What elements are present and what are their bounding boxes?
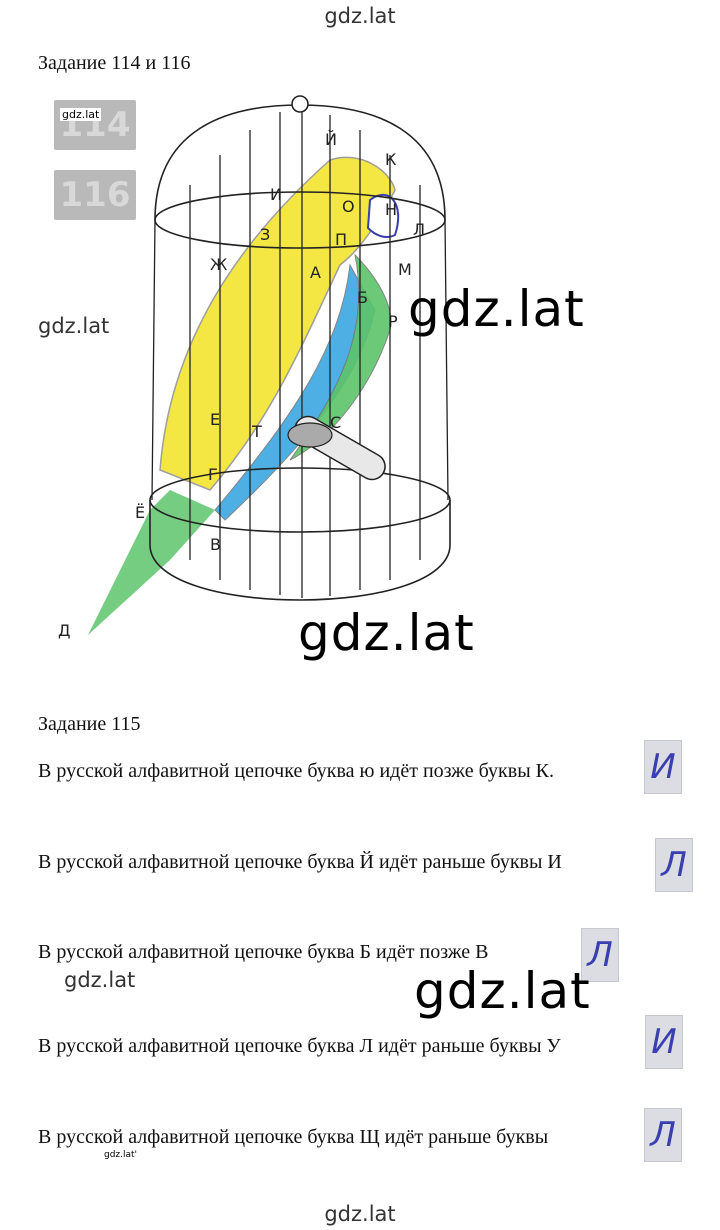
answer-box-2: Л: [655, 838, 693, 892]
dot-label: И: [270, 185, 282, 204]
dot-label: Т: [251, 422, 262, 441]
watermark-bottom: gdz.lat: [324, 1202, 396, 1226]
watermark-left: gdz.lat: [38, 314, 110, 338]
statement-4: В русской алфавитной цепочке буква Л идё…: [38, 1035, 561, 1057]
answer-letter: Л: [661, 845, 687, 885]
statement-5: В русской алфавитной цепочке буква Щ идё…: [38, 1126, 549, 1148]
dot-label: Ж: [210, 255, 227, 274]
perch: [287, 415, 386, 481]
answer-letter: И: [651, 1022, 677, 1062]
parrot-body-yellow: [159, 156, 396, 491]
statement-2: В русской алфавитной цепочке буква Й идё…: [38, 851, 562, 873]
dot-label: Д: [58, 621, 71, 640]
watermark-tiny-2: gdz.lat': [104, 1150, 138, 1160]
answer-letter: И: [650, 747, 676, 787]
watermark-tiny-1: gdz.lat: [60, 108, 102, 121]
dot-label: Г: [208, 465, 218, 484]
statement-3: В русской алфавитной цепочке буква Б идё…: [38, 941, 489, 963]
dot-label: Б: [357, 288, 368, 307]
dot-label: О: [342, 197, 355, 216]
answer-box-5: Л: [644, 1108, 682, 1162]
dot-label: А: [310, 263, 321, 282]
dot-label: С: [330, 413, 341, 432]
watermark-mid: gdz.lat: [64, 968, 136, 992]
bird-cage-illustration: Й К И О Н З П Л Ж А М Б Р Е Т С Г Ё В Д: [58, 95, 451, 640]
dot-label: В: [210, 535, 221, 554]
watermark-big-3: gdz.lat: [414, 962, 591, 1020]
answer-letter: Л: [587, 935, 613, 975]
dot-labels: Й К И О Н З П Л Ж А М Б Р Е Т С Г Ё В Д: [58, 130, 425, 640]
task-114-116-heading: Задание 114 и 116: [38, 52, 191, 74]
dot-label: Л: [413, 220, 425, 239]
parrot-tail-green: [88, 490, 215, 635]
dot-label: Ё: [135, 503, 145, 522]
dot-label: М: [398, 260, 412, 279]
dot-label: Н: [385, 200, 397, 219]
answer-box-3: Л: [581, 928, 619, 982]
watermark-big-2: gdz.lat: [298, 604, 475, 662]
dot-label: Й: [325, 130, 337, 149]
dot-label: З: [260, 225, 270, 244]
dot-label: Е: [210, 410, 220, 429]
answer-letter: Л: [650, 1115, 676, 1155]
watermark-top: gdz.lat: [324, 4, 396, 28]
dot-label: П: [335, 230, 347, 249]
task-115-heading: Задание 115: [38, 713, 141, 735]
dot-label: Р: [388, 312, 398, 331]
dot-label: К: [385, 150, 397, 169]
watermark-big-1: gdz.lat: [408, 280, 585, 338]
statement-1: В русской алфавитной цепочке буква ю идё…: [38, 760, 554, 782]
answer-box-4: И: [645, 1015, 683, 1069]
task-116-badge: 116: [54, 170, 136, 220]
answer-box-1: И: [644, 740, 682, 794]
